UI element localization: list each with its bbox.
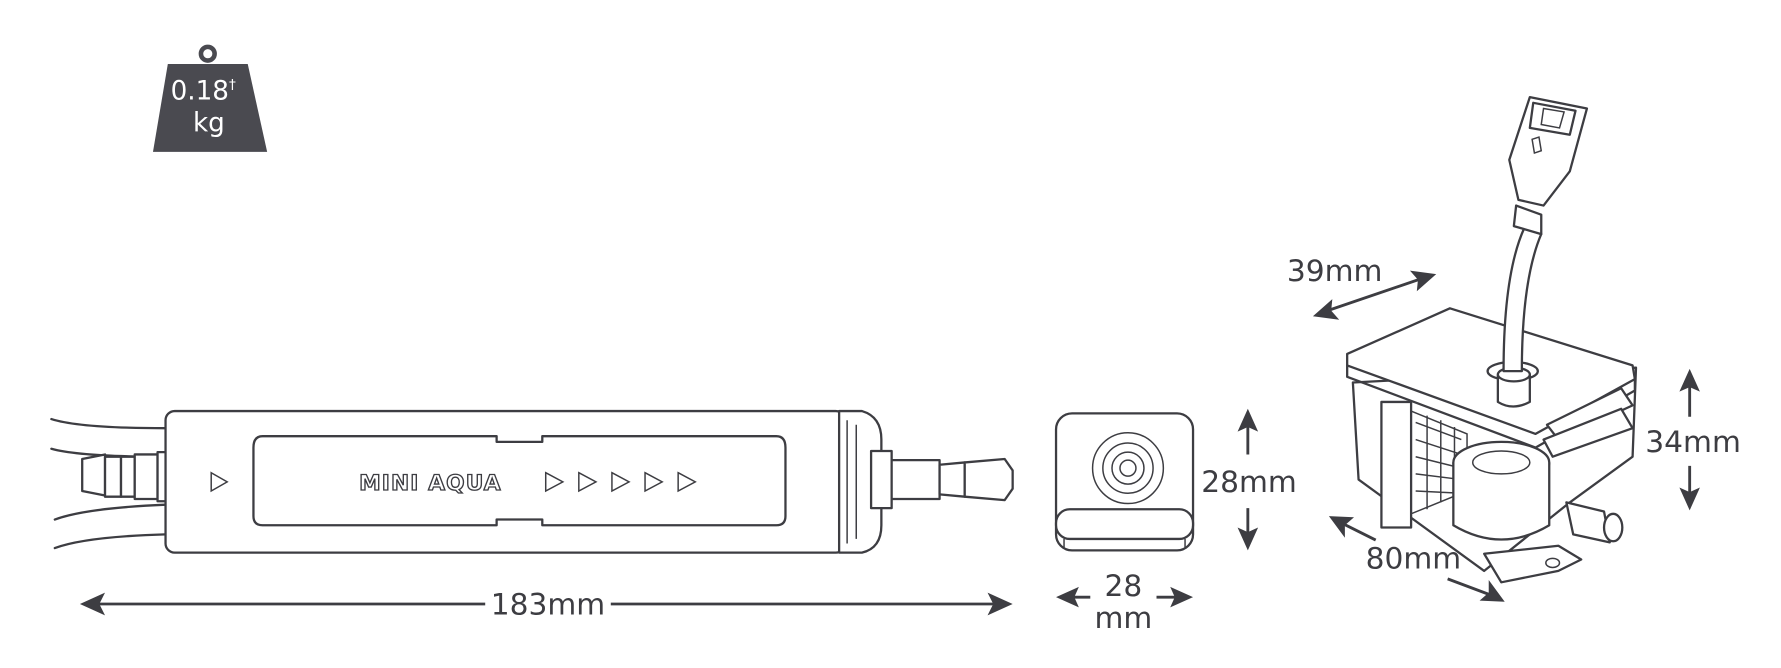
front-height-label: 28mm: [1201, 464, 1297, 499]
front-width-value: 28: [1105, 568, 1143, 603]
front-width-dimension: 28 mm: [1056, 568, 1194, 635]
pump-3d-view: [1346, 95, 1638, 584]
flow-arrows-icon: [544, 471, 697, 493]
pump-side-view: MINI AQUA: [50, 409, 1014, 554]
weight-icon: 0.18† kg: [152, 44, 268, 152]
product-label: MINI AQUA: [359, 471, 502, 496]
front-height-dimension: 28mm: [1201, 408, 1297, 551]
length-dimension: 183mm: [79, 586, 1013, 621]
height-label: 34mm: [1645, 424, 1741, 459]
length-label: 183mm: [491, 586, 605, 621]
depth-dimension: 39mm: [1287, 253, 1437, 320]
front-width-unit: mm: [1094, 600, 1152, 635]
svg-text:0.18†: 0.18†: [171, 76, 236, 106]
depth-label: 39mm: [1287, 253, 1383, 288]
width-label: 80mm: [1366, 541, 1462, 576]
weight-footnote-mark: †: [229, 77, 236, 93]
pump-front-view: [1054, 412, 1195, 552]
height-dimension: 34mm: [1645, 368, 1741, 511]
weight-value: 0.18: [171, 76, 229, 106]
width-dimension: 80mm: [1328, 516, 1505, 602]
weight-unit: kg: [193, 108, 225, 138]
